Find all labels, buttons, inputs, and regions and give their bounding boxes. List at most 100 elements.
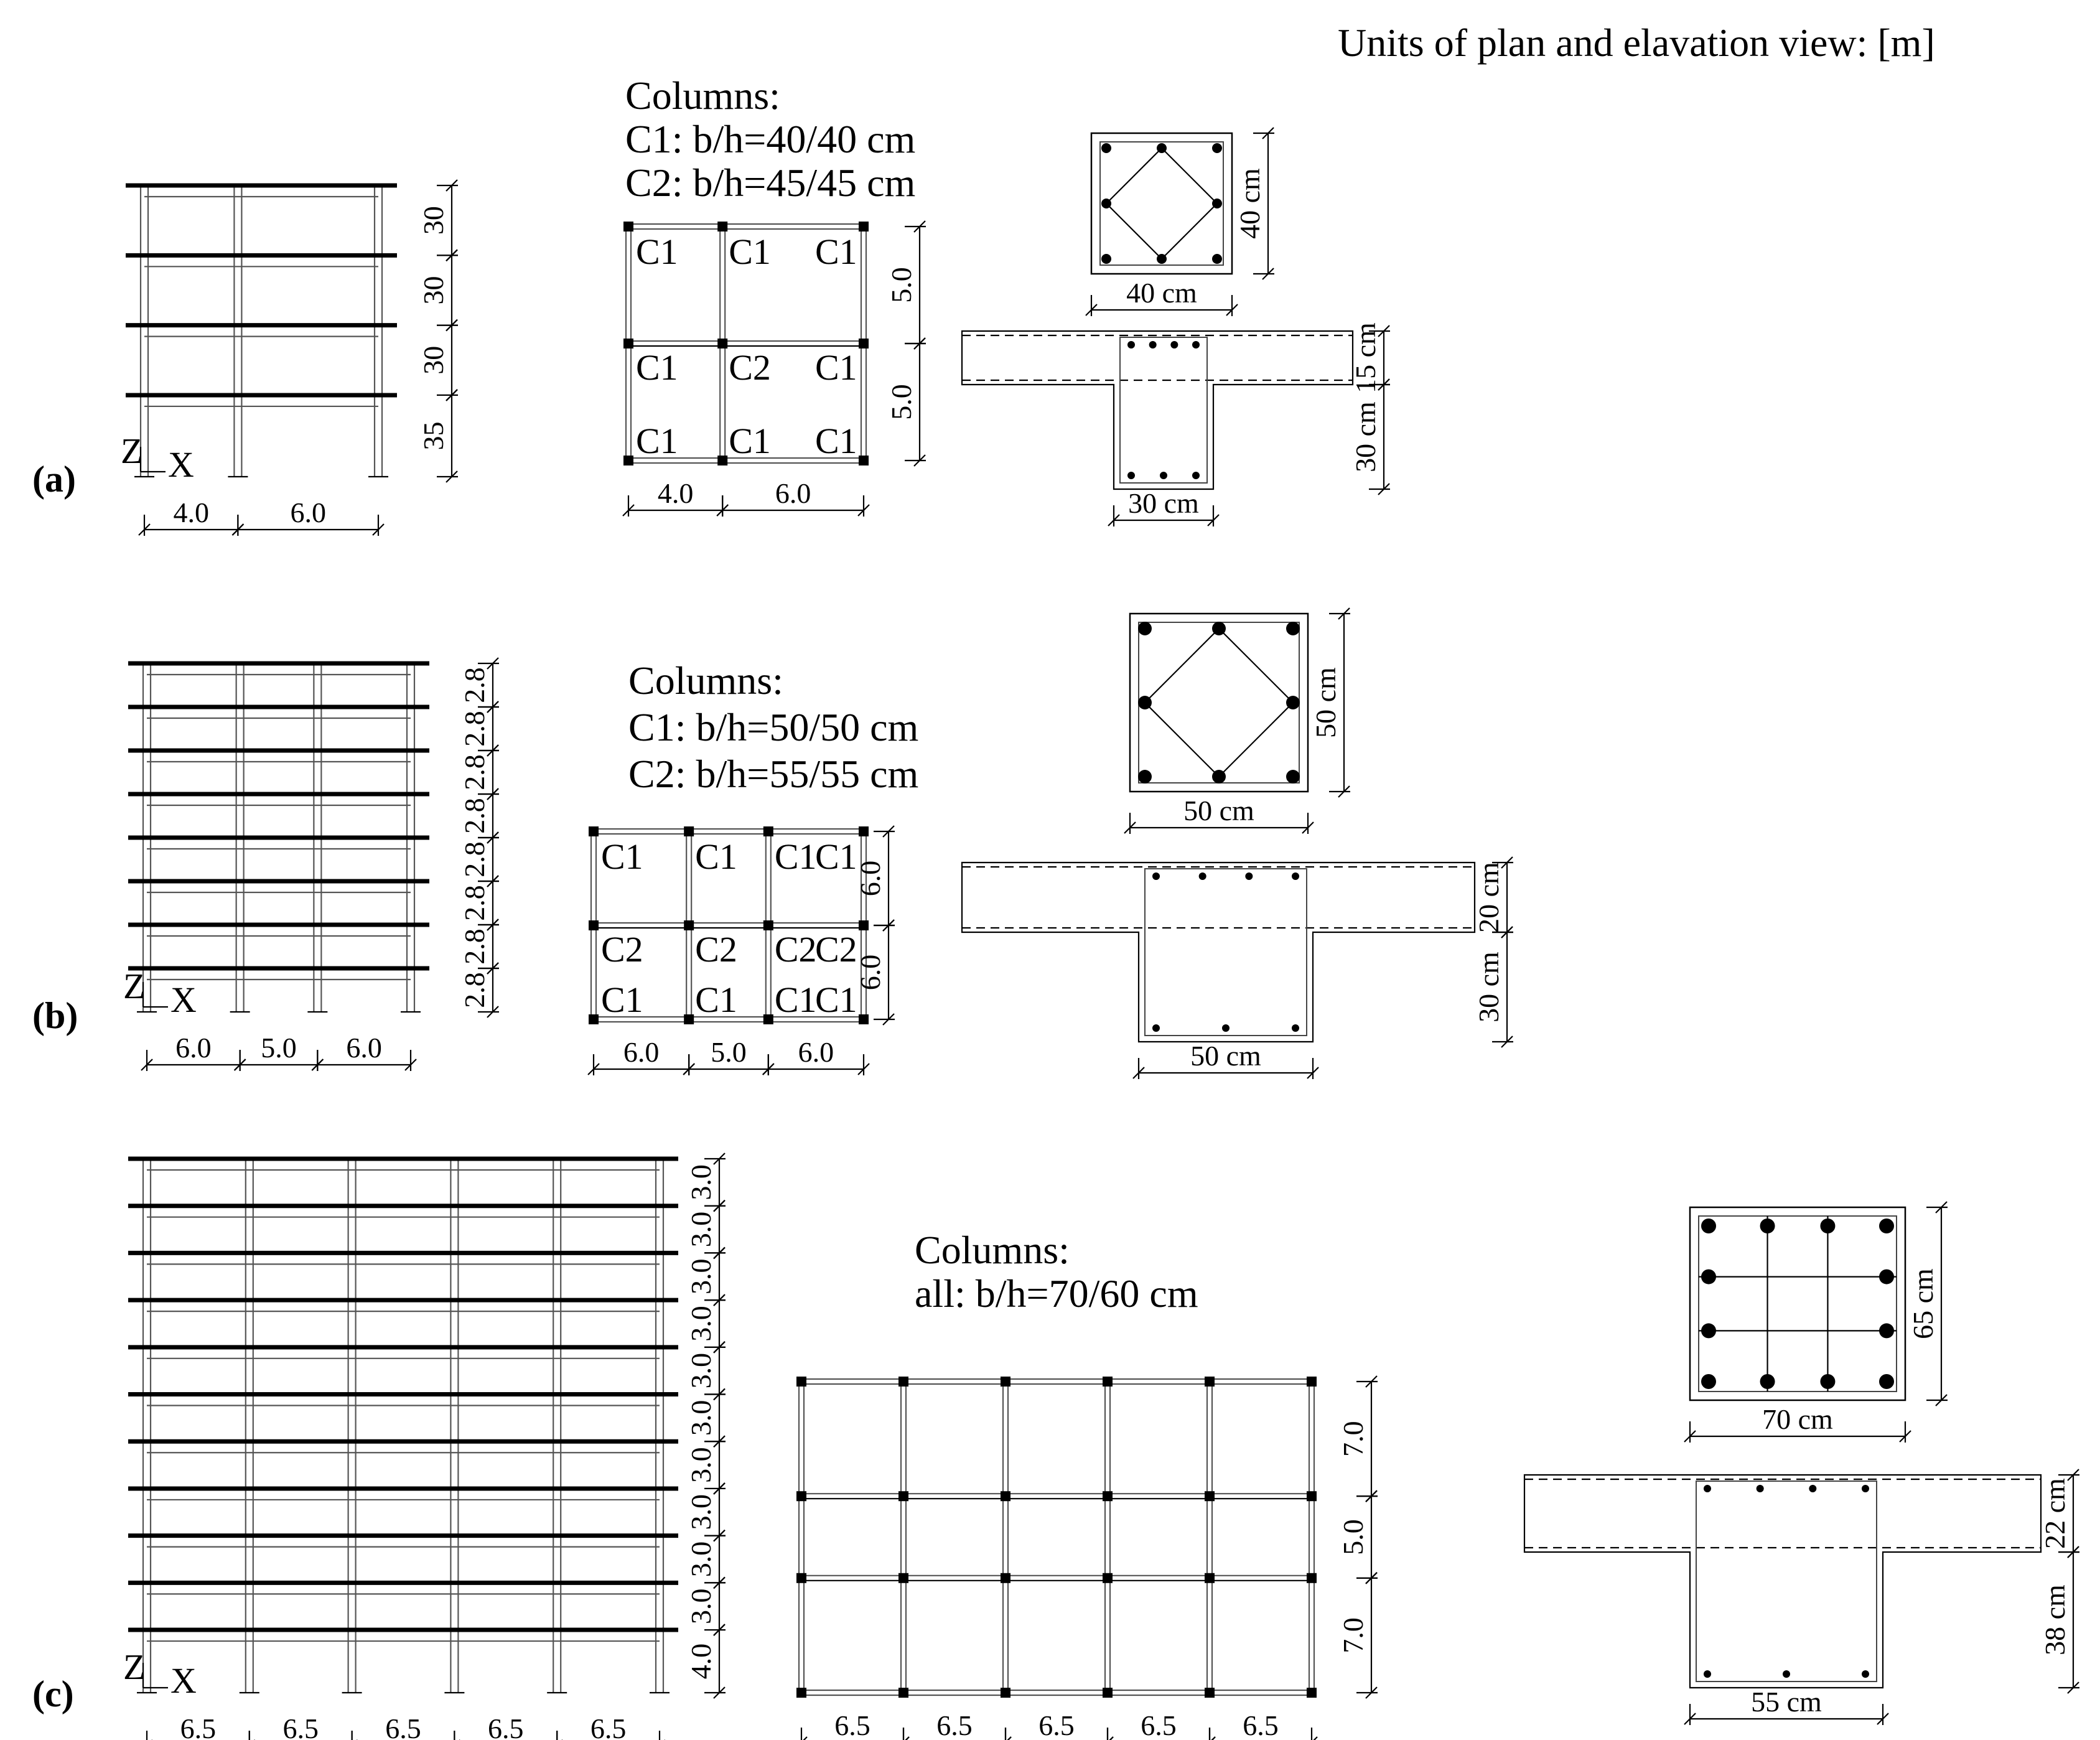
column-section-c-rebar-bot-0 <box>1701 1374 1716 1389</box>
beam-section-a-top-rebar-3 <box>1192 341 1200 348</box>
elevation-a-story-dim-0-label: 35 <box>418 421 449 450</box>
plan-a-bay-x-dim-1-tick-start <box>716 504 729 517</box>
elevation-c-axes-z-label: Z <box>123 1647 145 1687</box>
column-section-b-tie-diamond <box>1144 627 1294 778</box>
column-section-c-outline <box>1689 1206 1906 1401</box>
beam-section-c-top-rebar-1 <box>1756 1485 1764 1492</box>
plan-b-bay-x-dim-1-tick-start <box>683 1063 695 1075</box>
panel-tag-c: (c) <box>32 1673 74 1714</box>
plan-c-bay-x-dim-1-label: 6.5 <box>936 1710 973 1740</box>
elevation-b-story-dim-4-label: 2.8 <box>459 798 490 834</box>
column-section-b-width-dim-label: 50 cm <box>1183 795 1254 826</box>
elevation-b-axes-z-label: Z <box>123 966 145 1006</box>
elevation-c-story-dim-1-tick-start <box>713 1624 726 1636</box>
beam-section-c-width-dim-tick-start <box>1684 1713 1696 1725</box>
plan-c-column-node-1-2 <box>898 1573 908 1583</box>
column-section-b-width-dim-tick-start <box>1124 821 1136 834</box>
beam-section-a-width-dim-tick-end <box>1207 514 1220 526</box>
beam-section-a-width-dim-label: 30 cm <box>1128 487 1199 519</box>
beam-section-c-outline <box>1523 1474 2042 1689</box>
elevation-c-story-dim-4-label: 3.0 <box>685 1447 717 1483</box>
plan-c-bay-y-dim-2-label: 7.0 <box>1337 1617 1369 1653</box>
columns-title-a: Columns: <box>625 73 780 118</box>
elevation-b-bay-dim-0-label: 6.0 <box>175 1032 212 1064</box>
plan-a-column-node-1-1 <box>717 339 728 348</box>
plan-c-bay-y-dim-2-tick-start <box>1365 1572 1378 1584</box>
plan-c-bay-x-dim-0-tick-start <box>803 1736 808 1740</box>
elevation-c-story-dim-2-tick-start <box>713 1576 726 1589</box>
elevation-a-story-dim-3-label: 30 <box>418 206 449 235</box>
plan-c-bay-x-dim-2-tick-start <box>1007 1736 1012 1740</box>
plan-c-column-node-3-0 <box>1103 1377 1113 1387</box>
elevation-b-story-dim-7-tick-end <box>487 657 499 670</box>
plan-c-column-node-0-0 <box>796 1377 806 1387</box>
column-section-a-rebar-5 <box>1101 254 1111 264</box>
column-section-c-rebar-top-0 <box>1701 1218 1716 1233</box>
columns-spec-b-0: C1: b/h=50/50 cm <box>628 705 918 749</box>
column-section-a-width-dim-label: 40 cm <box>1126 277 1197 309</box>
plan-b-column-label-0-1: C1 <box>695 836 737 877</box>
elevation-c-story-dim-8-tick-start <box>713 1294 726 1306</box>
plan-b-column-node-0-1 <box>589 920 599 930</box>
plan-a-bay-y-dim-1-tick-start <box>913 337 926 350</box>
elevation-b-bay-dim-1-tick-start <box>233 1059 246 1071</box>
column-section-c-height-dim-tick-start <box>1935 1201 1948 1214</box>
beam-section-c-bottom-rebar-0 <box>1704 1670 1711 1678</box>
elevation-c-story-dim-5-label: 3.0 <box>685 1400 717 1436</box>
elevation-a-bay-dim-1-tick-end <box>372 523 385 536</box>
elevation-c-axes-x-label: X <box>170 1660 197 1701</box>
beam-section-b-top-rebar-1 <box>1198 872 1206 880</box>
column-section-a-width-dim-tick-start <box>1085 304 1098 316</box>
beam-section-a-bottom-rebar-0 <box>1127 472 1135 479</box>
column-section-c-height-dim-tick-end <box>1935 1394 1948 1406</box>
panel-tag-a: (a) <box>32 459 76 500</box>
plan-c-column-node-5-1 <box>1307 1491 1317 1502</box>
plan-a-column-node-2-2 <box>859 456 869 465</box>
column-section-a-rebar-2 <box>1212 143 1222 153</box>
column-section-c-rebar-right-2 <box>1879 1323 1894 1339</box>
plan-a-column-node-1-2 <box>717 456 728 465</box>
plan-c-bay-y-dim-1-label: 5.0 <box>1337 1519 1369 1555</box>
plan-c-column-node-4-3 <box>1205 1688 1215 1698</box>
plan-b-column-node-3-2 <box>859 1014 869 1024</box>
plan-a-column-label-2-2: C1 <box>815 421 857 461</box>
beam-section-a-width-dim-tick-start <box>1108 514 1120 526</box>
plan-b-bay-y-dim-1-tick-end <box>882 1013 895 1026</box>
plan-c-bay-y-dim-1-tick-start <box>1365 1490 1378 1502</box>
plan-b-column-label-1-1: C2 <box>695 929 737 970</box>
plan-b-bay-x-dim-1-label: 5.0 <box>711 1036 747 1068</box>
column-section-b-height-dim-label: 50 cm <box>1310 667 1342 738</box>
beam-section-c-web-dim-tick-end <box>2067 1682 2079 1694</box>
plan-a-column-label-0-1: C1 <box>729 232 771 272</box>
elevation-c-story-dim-9-tick-start <box>713 1247 726 1260</box>
elevation-a-story-dim-3-tick-start <box>446 249 458 262</box>
elevation-a-story-dim-0-tick-start <box>446 470 458 483</box>
plan-c-column-node-4-1 <box>1205 1491 1215 1502</box>
column-section-c-rebar-left-1 <box>1701 1269 1716 1284</box>
plan-c-column-node-0-2 <box>796 1573 806 1583</box>
elevation-c-story-dim-2-label: 3.0 <box>685 1541 717 1578</box>
plan-c-column-node-3-2 <box>1103 1573 1113 1583</box>
column-section-b-rebar-0 <box>1138 622 1152 635</box>
elevation-b-story-dim-1-tick-start <box>487 962 499 975</box>
beam-section-a-web-dim-tick-end <box>1378 483 1390 495</box>
beam-section-a-slab-dim-tick-start <box>1378 325 1390 337</box>
plan-c-column-node-2-0 <box>1001 1377 1010 1387</box>
beam-section-a-bottom-rebar-1 <box>1160 472 1167 479</box>
elevation-b-story-dim-3-label: 2.8 <box>459 841 490 877</box>
elevation-a-story-dim-2-tick-start <box>446 319 458 332</box>
plan-b-column-node-1-2 <box>684 1014 694 1024</box>
elevation-c-story-dim-7-label: 3.0 <box>685 1306 717 1342</box>
elevation-c-story-dim-5-tick-start <box>713 1435 726 1448</box>
plan-b-bay-y-dim-0-label: 6.0 <box>854 861 886 897</box>
column-section-a-height-dim-tick-end <box>1262 268 1274 280</box>
column-section-a-rebar-0 <box>1101 143 1111 153</box>
elevation-c-story-dim-7-tick-start <box>713 1341 726 1354</box>
elevation-b-story-dim-6-tick-start <box>487 744 499 757</box>
column-section-c-rebar-top-1 <box>1760 1218 1775 1233</box>
plan-b-bay-x-dim-0-label: 6.0 <box>623 1036 660 1068</box>
elevation-c-story-dim-10-tick-end <box>713 1153 726 1165</box>
beam-section-b-slab-dim-label: 20 cm <box>1473 862 1505 933</box>
plan-a-bay-y-dim-0-label: 5.0 <box>885 267 917 303</box>
plan-c-bay-y-dim-2-tick-end <box>1365 1686 1378 1699</box>
